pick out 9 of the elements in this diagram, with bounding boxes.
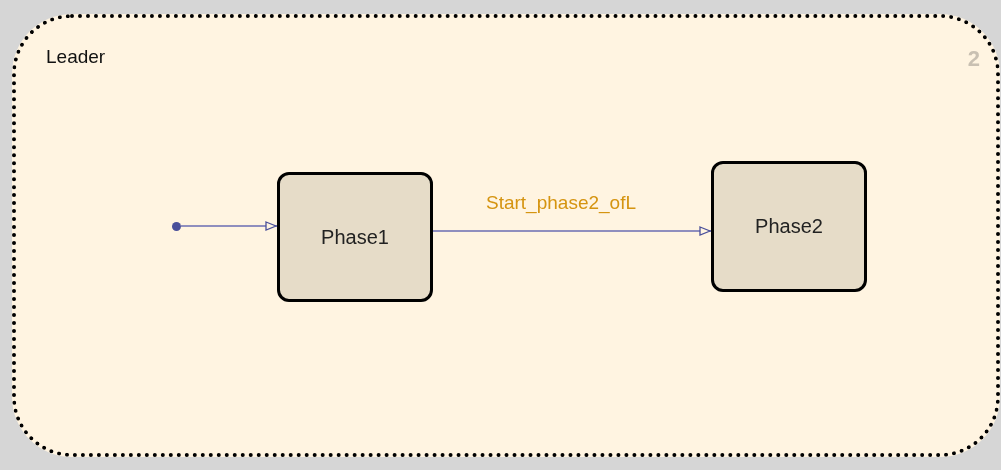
initial-state-dot <box>172 222 181 231</box>
state-name: Phase2 <box>755 215 823 238</box>
state-name: Phase1 <box>321 225 389 249</box>
composite-state <box>12 14 1000 457</box>
transition-arrow <box>432 226 712 236</box>
transition-arrow <box>180 221 278 231</box>
state-box <box>711 161 867 292</box>
state-box <box>277 172 433 302</box>
state-name: Leader <box>46 46 106 68</box>
